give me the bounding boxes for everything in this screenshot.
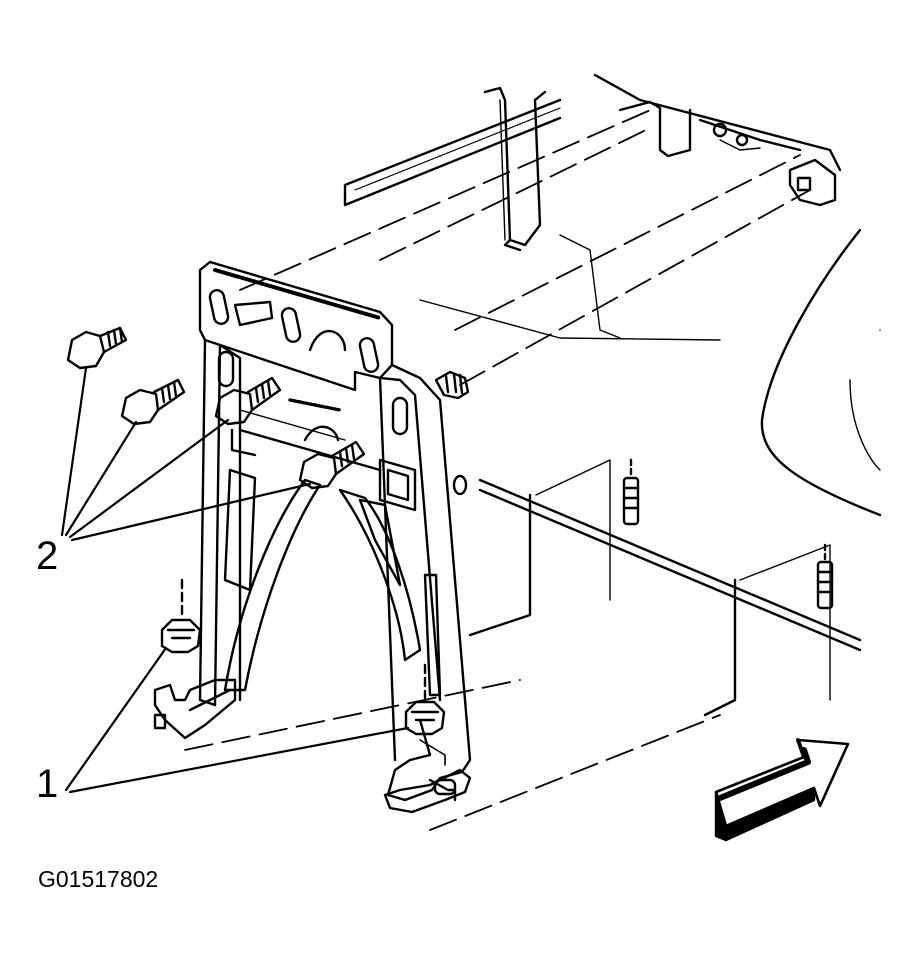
nut-icon	[160, 578, 202, 654]
callout-label-2: 2	[36, 534, 59, 578]
figure-id-label: G01517802	[38, 866, 159, 892]
mounting-bracket	[153, 260, 472, 814]
bolt-icon	[434, 370, 470, 400]
vehicle-frame-structure	[343, 73, 882, 717]
bolts-item-2	[66, 326, 470, 490]
callout-label-1: 1	[36, 762, 59, 806]
body-studs	[622, 458, 834, 610]
front-direction-arrow-icon	[714, 738, 850, 842]
leader-lines	[60, 366, 410, 794]
alignment-lines	[184, 107, 861, 831]
nut-icon	[404, 663, 446, 736]
bolt-icon	[66, 326, 128, 370]
bolt-icon	[214, 376, 282, 426]
nuts-item-1	[160, 578, 446, 736]
bolt-icon	[298, 440, 366, 490]
bolt-icon	[120, 378, 186, 426]
